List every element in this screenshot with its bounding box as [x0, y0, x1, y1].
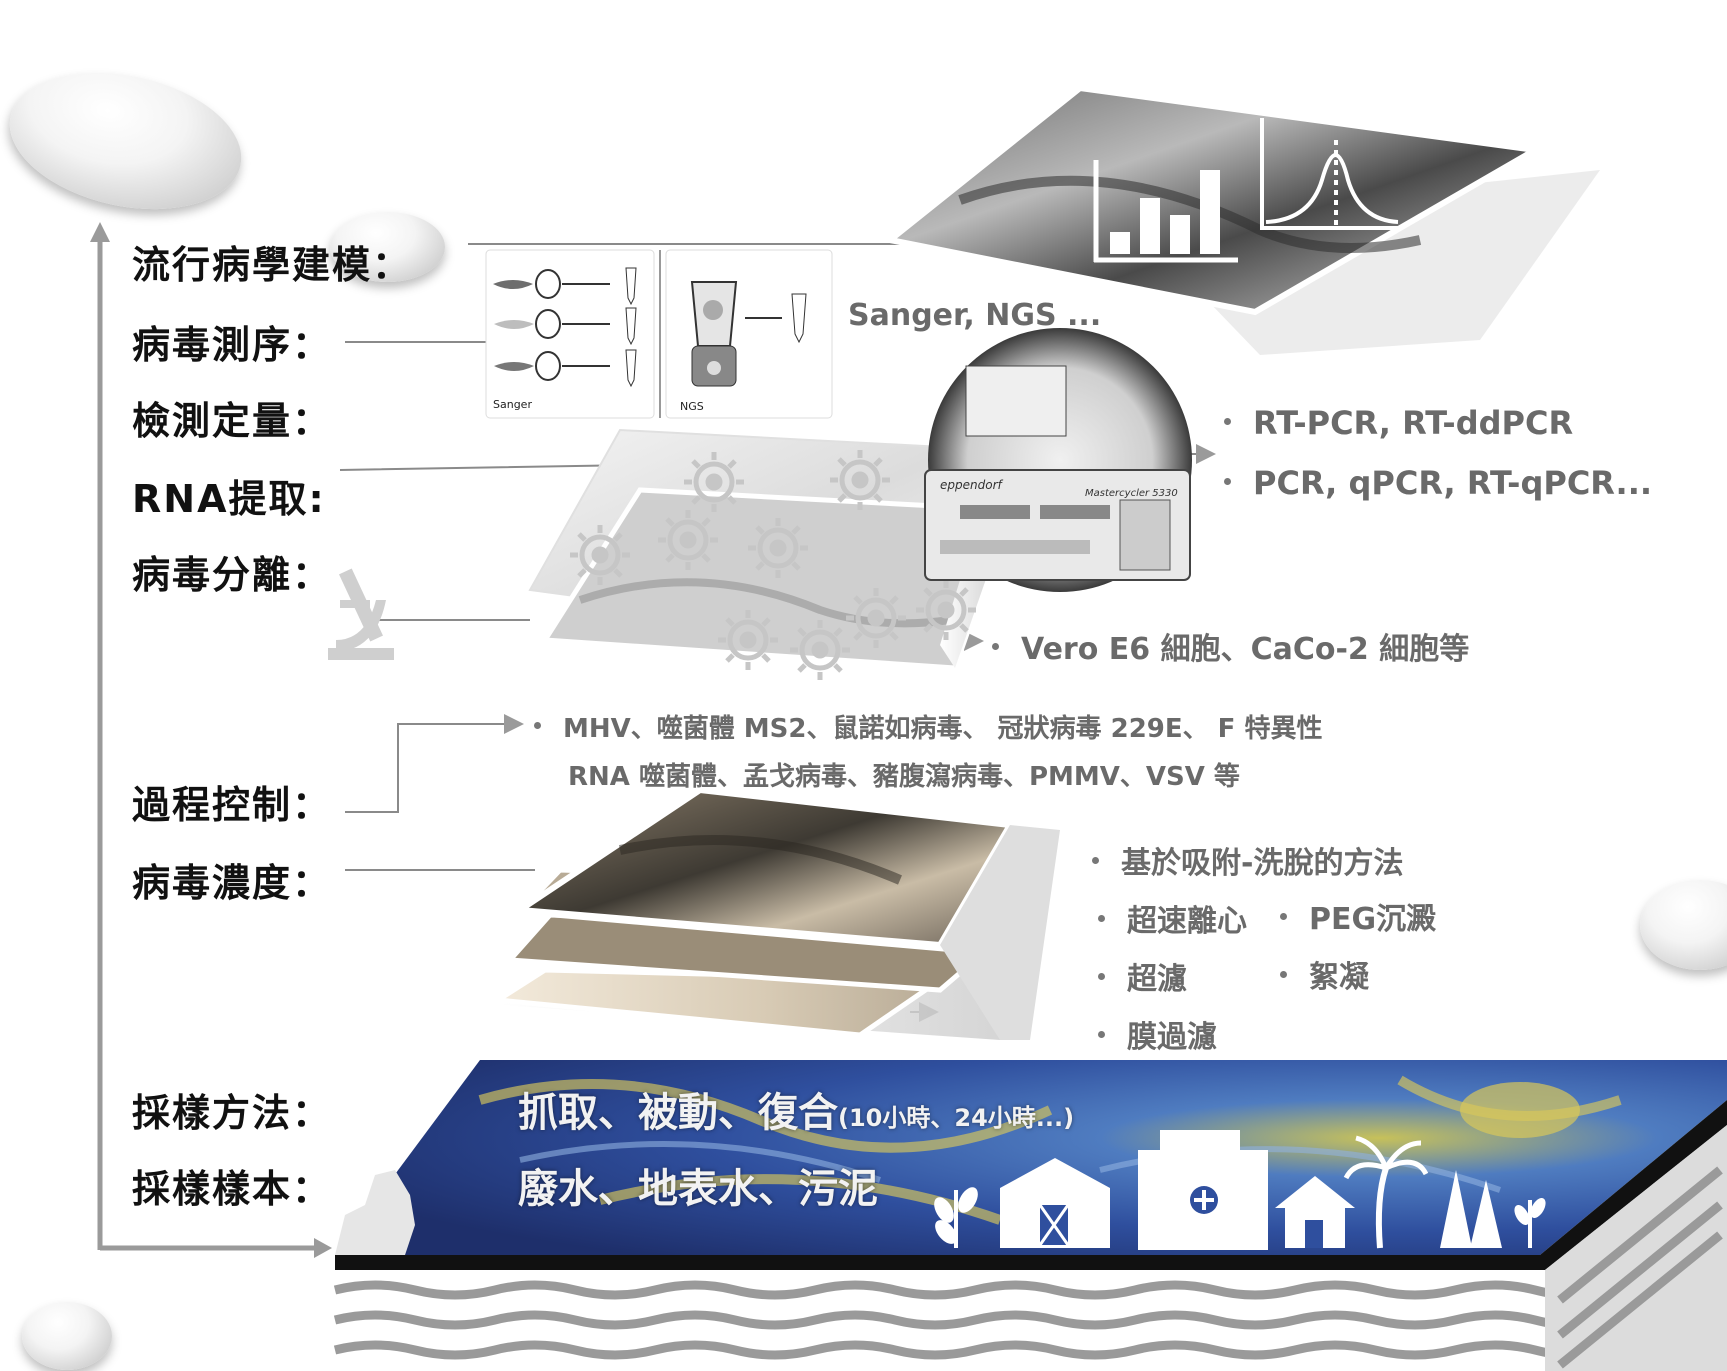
isolation-cells-text: Vero E6 細胞、CaCo-2 細胞等	[1021, 632, 1470, 667]
sanger-samples	[493, 267, 637, 388]
concentration-item-text: 超速離心	[1127, 904, 1247, 939]
concentration-item-text: 基於吸附-洗脫的方法	[1121, 846, 1404, 881]
barn-icon	[1000, 1158, 1110, 1248]
stage-label-quantification: 檢測定量：	[132, 399, 333, 443]
bullet-icon	[1224, 417, 1231, 425]
concentration-item: 絮凝	[1280, 952, 1369, 996]
concentration-item-text: 膜過濾	[1127, 1020, 1217, 1055]
sampling-methods-main: 抓取、被動、復合	[518, 1090, 838, 1136]
concentration-item: 膜過濾	[1098, 1012, 1217, 1056]
bullet-icon	[1098, 973, 1105, 980]
process-control-text: MHV、噬菌體 MS2、鼠諾如病毒、 冠狀病毒 229E、 F 特異性	[563, 714, 1323, 744]
concentration-item: PEG沉澱	[1280, 894, 1436, 938]
pine-tree-icon	[1440, 1170, 1502, 1248]
sampling-methods-detail: (10小時、24小時...)	[838, 1104, 1075, 1132]
stage-label-sampling-method: 採樣方法：	[132, 1091, 333, 1135]
hospital-icon	[1138, 1130, 1268, 1250]
pcr-machine-lens	[924, 328, 1192, 592]
house-icon	[1275, 1176, 1355, 1248]
ngs-label: NGS	[680, 400, 704, 413]
bullet-icon	[1224, 477, 1231, 485]
plant-icon	[1514, 1198, 1546, 1248]
palm-tree-icon	[1343, 1135, 1429, 1249]
landscape-icons	[934, 1130, 1546, 1250]
bullet-icon	[1280, 971, 1287, 978]
quantification-item-text: RT-PCR, RT-ddPCR	[1253, 404, 1574, 442]
concentration-stack	[490, 786, 1060, 1040]
sequencing-methods-text: Sanger, NGS ...	[848, 298, 1102, 333]
water-drop	[22, 1302, 112, 1370]
stage-label-sampling-sample: 採樣樣本：	[132, 1167, 333, 1211]
stage-label-epidemiology: 流行病學建模：	[132, 243, 413, 287]
quantification-item-text: PCR, qPCR, RT-qPCR...	[1253, 464, 1652, 502]
concentration-item-text: 超濾	[1127, 962, 1187, 997]
stage-label-concentration: 病毒濃度：	[132, 861, 333, 905]
sanger-label: Sanger	[493, 398, 532, 411]
process-control-line2: RNA 噬菌體、孟戈病毒、豬腹瀉病毒、PMMV、VSV 等	[568, 762, 1240, 792]
bullet-icon	[1280, 913, 1287, 920]
concentration-item-text: PEG沉澱	[1309, 902, 1437, 937]
concentration-item: 超速離心	[1098, 896, 1247, 940]
water-drop	[1640, 880, 1727, 970]
stage-label-sequencing: 病毒測序：	[132, 323, 333, 367]
quantification-item: RT-PCR, RT-ddPCR	[1224, 404, 1573, 442]
bullet-icon	[534, 722, 541, 729]
bullet-icon	[1092, 857, 1099, 864]
quantification-item: PCR, qPCR, RT-qPCR...	[1224, 464, 1652, 502]
sequencing-box	[485, 249, 833, 419]
factory-icon	[335, 1170, 415, 1255]
pcr-machine-model: Mastercycler 5330	[1085, 488, 1178, 499]
bullet-icon	[992, 643, 999, 650]
process-control-line1: MHV、噬菌體 MS2、鼠諾如病毒、 冠狀病毒 229E、 F 特異性	[534, 708, 1323, 745]
bar-chart-icon	[1093, 160, 1238, 263]
bullet-icon	[1098, 1031, 1105, 1038]
bullet-icon	[1098, 915, 1105, 922]
plant-icon	[934, 1187, 978, 1248]
stage-label-isolation: 病毒分離：	[132, 553, 333, 597]
stage-label-rna-extraction: RNA提取:	[132, 477, 326, 521]
vertical-axis-arrow	[90, 222, 332, 1258]
water-drop	[330, 212, 445, 282]
stage-label-process-control: 過程控制：	[132, 783, 333, 827]
sampling-samples: 廢水、地表水、污泥	[518, 1166, 878, 1212]
concentration-item: 超濾	[1098, 954, 1187, 998]
sampling-methods: 抓取、被動、復合(10小時、24小時...)	[518, 1080, 1074, 1138]
isolation-cells: Vero E6 細胞、CaCo-2 細胞等	[992, 624, 1469, 668]
bell-curve-icon	[1260, 118, 1400, 230]
pcr-machine-brand: eppendorf	[940, 478, 1002, 492]
microscope-icon	[328, 568, 394, 660]
concentration-item-text: 絮凝	[1309, 960, 1369, 995]
virus-icons	[570, 450, 976, 680]
blender-icon	[690, 281, 807, 387]
concentration-item: 基於吸附-洗脫的方法	[1092, 838, 1403, 882]
